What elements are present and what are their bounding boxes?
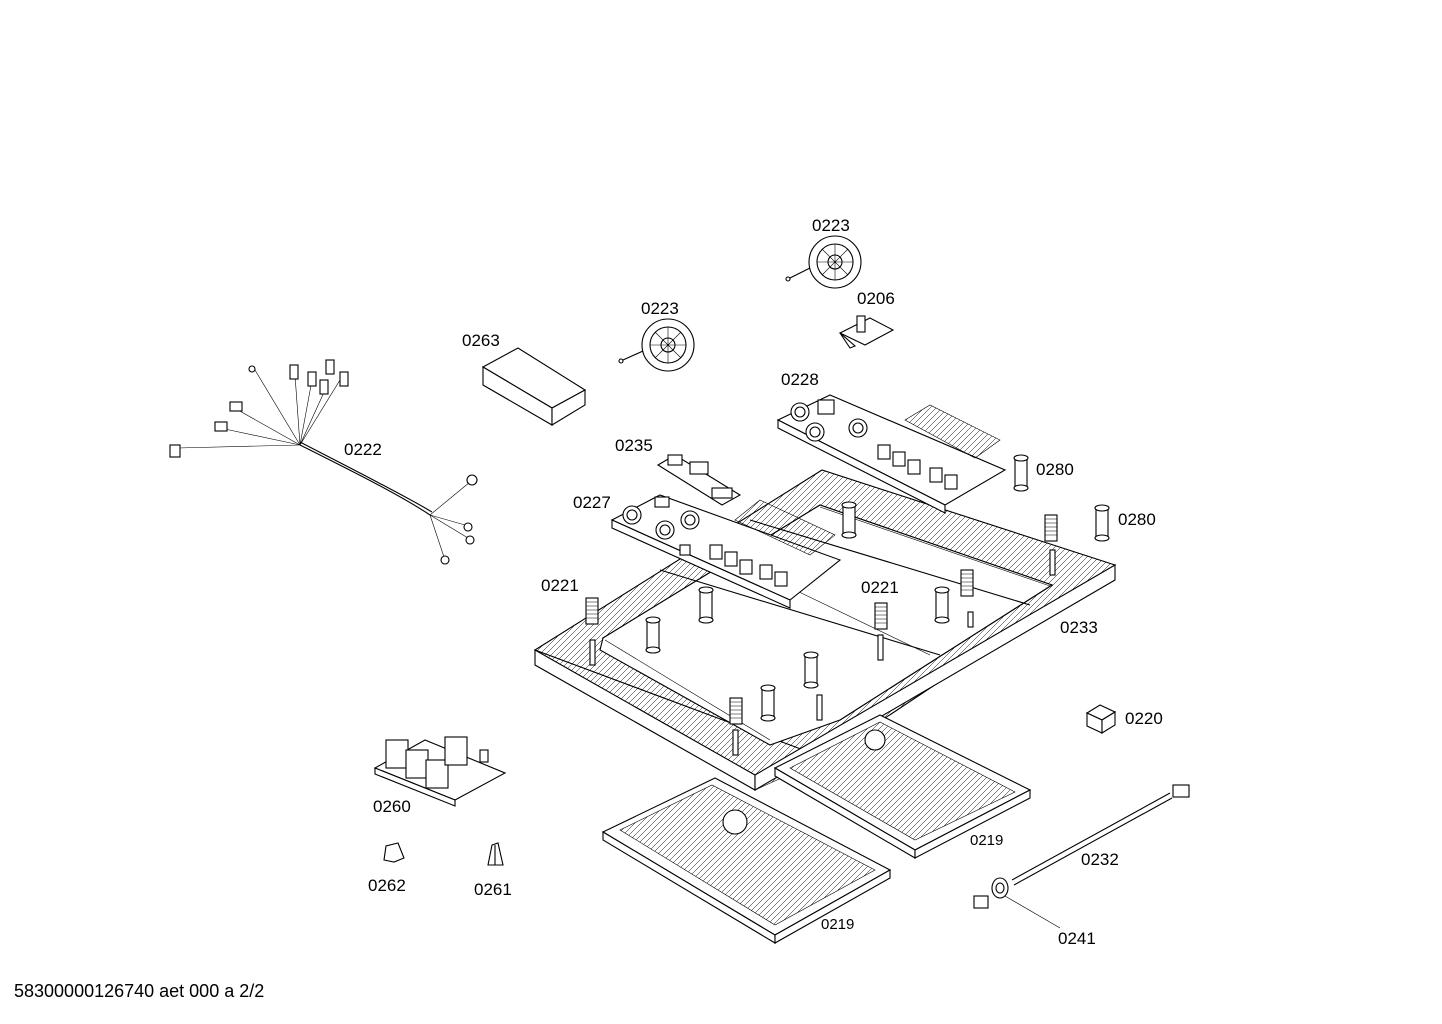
coil-carrier-rear-drawing [773,714,1032,859]
spacers-drawing [645,454,1110,722]
clip-drawing [487,842,504,866]
part-label-0219-rear: 0219 [970,832,1004,849]
springs-drawing [585,514,1058,725]
part-label-0219-front: 0219 [821,916,855,933]
power-module-front-drawing [610,494,842,609]
part-label-0227: 0227 [573,493,611,512]
part-label-0221-right: 0221 [861,578,899,597]
part-label-0232: 0232 [1081,850,1119,869]
part-label-0263: 0263 [462,331,500,350]
bracket-drawing [838,315,895,349]
part-label-0233: 0233 [1060,618,1098,637]
document-footer-id: 58300000126740 aet 000 a 2/2 [14,981,265,1001]
cable-drawing [1011,784,1190,886]
fan-lower-drawing [618,318,695,372]
part-label-0261: 0261 [474,880,512,899]
part-label-0262: 0262 [368,876,406,895]
part-label-0228: 0228 [781,370,819,389]
coil-carrier-front-drawing [601,777,892,944]
ferrite-ring-drawing [973,877,1061,929]
part-label-0220: 0220 [1125,709,1163,728]
part-label-0241: 0241 [1058,929,1096,948]
fan-upper-drawing [785,235,862,289]
cover-box-drawing [481,347,587,426]
part-label-0235: 0235 [615,436,653,455]
foot-drawing [383,842,405,863]
part-label-0260: 0260 [373,797,411,816]
part-label-0280-b: 0280 [1118,510,1156,529]
harness-drawing [169,359,478,565]
part-label-0223-upper: 0223 [812,216,850,235]
part-label-0280-a: 0280 [1036,460,1074,479]
frame-drawing [533,469,1117,791]
power-module-rear-drawing [776,394,1007,514]
filter-board-drawing [373,736,507,807]
part-label-0206: 0206 [857,289,895,308]
small-board-drawing [656,454,742,506]
part-label-0222: 0222 [344,440,382,459]
part-label-0223-lower: 0223 [641,299,679,318]
connector-housing-drawing [1085,704,1117,734]
part-label-0221-left: 0221 [541,576,579,595]
